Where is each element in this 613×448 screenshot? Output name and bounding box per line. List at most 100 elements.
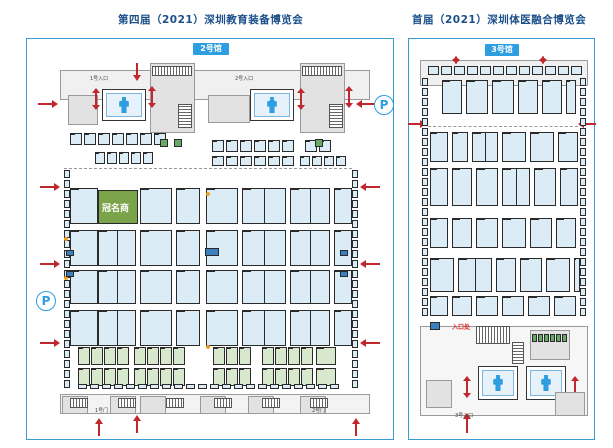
booth[interactable] [352, 170, 358, 178]
booth[interactable] [90, 384, 99, 389]
booth[interactable] [532, 334, 537, 342]
booth[interactable] [352, 180, 358, 188]
booth[interactable] [422, 138, 428, 146]
booth[interactable] [160, 347, 172, 365]
booth[interactable] [562, 334, 567, 342]
booth[interactable] [117, 368, 129, 386]
info-desk[interactable] [340, 271, 348, 277]
booth[interactable] [502, 296, 524, 316]
booth[interactable] [102, 384, 111, 389]
booth[interactable] [580, 238, 586, 246]
booth[interactable] [334, 230, 352, 266]
booth[interactable] [422, 258, 428, 266]
booth[interactable] [64, 360, 70, 368]
booth[interactable] [64, 300, 70, 308]
booth[interactable] [430, 132, 448, 162]
booth[interactable] [64, 280, 70, 288]
booth[interactable] [126, 384, 135, 389]
booth[interactable] [452, 168, 472, 206]
booth[interactable] [234, 384, 243, 389]
booth[interactable] [64, 310, 70, 318]
booth[interactable] [78, 384, 87, 389]
booth[interactable] [580, 138, 586, 146]
booth[interactable] [580, 228, 586, 236]
booth[interactable] [334, 310, 352, 346]
booth[interactable] [114, 384, 123, 389]
booth[interactable] [160, 139, 168, 147]
booth[interactable] [288, 347, 300, 365]
booth[interactable] [538, 334, 543, 342]
booth[interactable] [126, 133, 138, 145]
booth[interactable] [352, 370, 358, 378]
booth[interactable] [173, 347, 185, 365]
booth[interactable] [422, 238, 428, 246]
booth[interactable] [262, 347, 274, 365]
booth[interactable] [268, 156, 280, 166]
booth[interactable] [580, 78, 586, 86]
booth[interactable] [318, 384, 327, 389]
booth[interactable] [352, 320, 358, 328]
booth[interactable] [422, 178, 428, 186]
booth[interactable] [143, 152, 153, 164]
booth[interactable] [422, 228, 428, 236]
booth[interactable] [422, 208, 428, 216]
booth[interactable] [422, 158, 428, 166]
booth[interactable] [352, 290, 358, 298]
booth[interactable] [580, 248, 586, 256]
booth[interactable] [239, 368, 251, 386]
booth[interactable] [117, 347, 129, 365]
booth[interactable] [98, 133, 110, 145]
booth[interactable] [476, 296, 498, 316]
booth[interactable] [64, 170, 70, 178]
booth[interactable] [275, 368, 287, 386]
booth[interactable] [496, 258, 516, 292]
booth[interactable] [476, 168, 498, 206]
booth[interactable] [352, 300, 358, 308]
booth[interactable] [140, 270, 172, 304]
booth[interactable] [336, 156, 346, 166]
booth[interactable] [467, 66, 478, 75]
booth[interactable] [428, 66, 439, 75]
booth[interactable] [64, 340, 70, 348]
booth[interactable] [226, 347, 238, 365]
booth[interactable] [176, 188, 200, 224]
booth[interactable] [352, 250, 358, 258]
booth[interactable] [571, 66, 582, 75]
booth[interactable] [422, 268, 428, 276]
booth[interactable] [176, 270, 200, 304]
booth[interactable] [580, 308, 586, 316]
booth[interactable] [422, 248, 428, 256]
booth[interactable] [104, 347, 116, 365]
booth[interactable] [186, 384, 195, 389]
booth[interactable] [213, 347, 225, 365]
booth[interactable] [352, 330, 358, 338]
booth[interactable] [550, 334, 555, 342]
booth[interactable] [70, 133, 82, 145]
booth[interactable] [546, 258, 570, 292]
booth[interactable] [556, 334, 561, 342]
booth[interactable] [352, 190, 358, 198]
booth[interactable] [226, 368, 238, 386]
booth[interactable] [422, 98, 428, 106]
booth[interactable] [566, 80, 576, 114]
booth[interactable] [330, 384, 339, 389]
booth[interactable] [64, 220, 70, 228]
booth[interactable] [282, 156, 294, 166]
booth[interactable] [422, 288, 428, 296]
booth[interactable] [422, 298, 428, 306]
info-desk[interactable] [340, 250, 348, 256]
booth[interactable] [95, 152, 105, 164]
booth[interactable] [422, 108, 428, 116]
booth[interactable] [275, 347, 287, 365]
booth[interactable] [301, 347, 313, 365]
booth[interactable] [84, 133, 96, 145]
booth[interactable] [580, 168, 586, 176]
booth[interactable] [352, 280, 358, 288]
booth[interactable] [422, 78, 428, 86]
booth[interactable] [452, 132, 468, 162]
booth[interactable] [222, 384, 231, 389]
booth[interactable] [162, 384, 171, 389]
booth[interactable] [316, 347, 336, 365]
booth[interactable] [430, 258, 454, 292]
booth[interactable] [430, 218, 448, 248]
